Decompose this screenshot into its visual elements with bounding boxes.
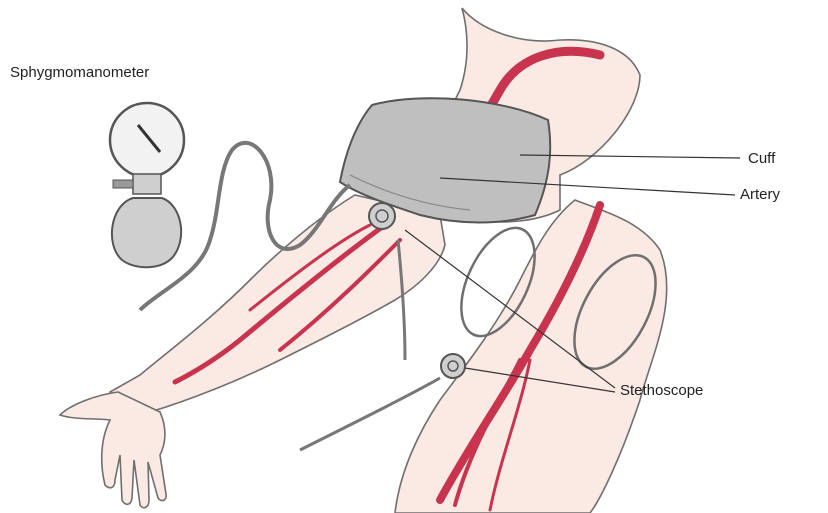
label-cuff: Cuff [748, 150, 775, 167]
gauge-dial [110, 103, 184, 177]
inflation-bulb [112, 198, 181, 267]
label-artery: Artery [740, 186, 780, 203]
hand [60, 392, 166, 508]
stethoscope-diaphragm-upper [369, 203, 395, 229]
label-stethoscope: Stethoscope [620, 382, 703, 399]
gauge-neck [133, 174, 161, 194]
stethoscope-diaphragm-lower [441, 354, 465, 378]
label-sphygmomanometer: Sphygmomanometer [10, 64, 149, 81]
gauge-valve [113, 180, 133, 188]
